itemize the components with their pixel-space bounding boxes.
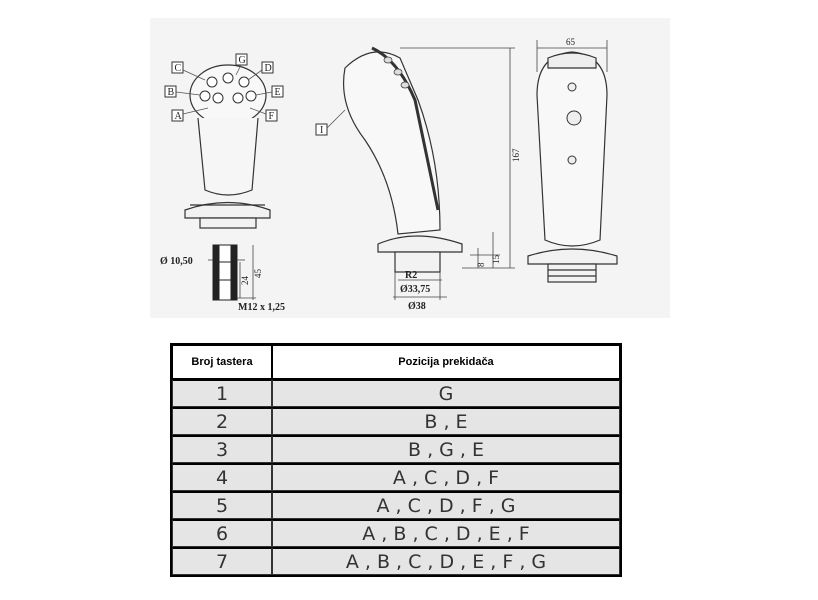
label-e: E	[275, 87, 281, 98]
rear-dimension-lines	[536, 40, 608, 72]
label-i-box	[315, 123, 328, 136]
row-number: 4	[172, 463, 272, 491]
label-i-leader	[326, 109, 346, 129]
row-number: 5	[172, 491, 272, 519]
grip-buttons	[199, 72, 257, 104]
dim-diameter-38: Ø38	[408, 301, 426, 312]
threaded-stud	[212, 244, 238, 301]
row-positions: A , C , D , F	[272, 463, 620, 491]
dim-24: 24	[240, 276, 250, 286]
dim-65: 65	[566, 37, 576, 47]
row-positions: A , C , D , F , G	[272, 491, 620, 519]
label-leader-lines	[175, 64, 273, 115]
label-i: I	[320, 125, 323, 136]
button-label-boxes	[164, 53, 284, 122]
dim-r2: R2	[405, 270, 417, 281]
label-a: A	[175, 111, 183, 122]
dim-167: 167	[511, 148, 521, 162]
row-positions: B , G , E	[272, 435, 620, 463]
joystick-technical-drawing: C G D B E A F Ø 10,50 24 45 M12 x 1,25 I	[150, 18, 670, 318]
label-d: D	[265, 63, 272, 74]
row-number: 3	[172, 435, 272, 463]
row-number: 7	[172, 547, 272, 575]
switch-position-table-container: Broj tastera Pozicija prekidača 1 G 2 B …	[170, 343, 622, 577]
header-switch-position: Pozicija prekidača	[272, 345, 620, 379]
table-row: 4 A , C , D , F	[172, 463, 620, 491]
rear-view-screws	[566, 82, 582, 165]
side-dimension-lines	[393, 47, 515, 300]
row-positions: G	[272, 379, 620, 407]
row-positions: A , B , C , D , E , F , G	[272, 547, 620, 575]
row-positions: A , B , C , D , E , F	[272, 519, 620, 547]
dim-8: 8	[476, 262, 486, 267]
table-row: 2 B , E	[172, 407, 620, 435]
table-row: 7 A , B , C , D , E , F , G	[172, 547, 620, 575]
row-positions: B , E	[272, 407, 620, 435]
table-header-row: Broj tastera Pozicija prekidača	[172, 345, 620, 379]
table-row: 3 B , G , E	[172, 435, 620, 463]
dim-diameter-33-75: Ø33,75	[400, 284, 430, 295]
switch-position-table: Broj tastera Pozicija prekidača 1 G 2 B …	[170, 343, 622, 577]
label-b: B	[168, 87, 175, 98]
dim-diameter-10-50: Ø 10,50	[160, 256, 193, 267]
table-row: 5 A , C , D , F , G	[172, 491, 620, 519]
side-buttons	[383, 56, 410, 89]
grip-rear-view	[527, 51, 618, 283]
row-number: 1	[172, 379, 272, 407]
dim-thread: M12 x 1,25	[238, 302, 285, 313]
grip-front-view	[184, 64, 271, 229]
stud-dimension-lines	[208, 245, 256, 300]
dim-45: 45	[253, 269, 263, 279]
label-g: G	[239, 55, 246, 66]
table-row: 1 G	[172, 379, 620, 407]
header-button-count: Broj tastera	[172, 345, 272, 379]
label-f: F	[269, 111, 275, 122]
label-c: C	[175, 63, 182, 74]
dim-15: 15	[491, 255, 501, 265]
row-number: 2	[172, 407, 272, 435]
row-number: 6	[172, 519, 272, 547]
table-row: 6 A , B , C , D , E , F	[172, 519, 620, 547]
grip-side-view	[342, 46, 463, 273]
